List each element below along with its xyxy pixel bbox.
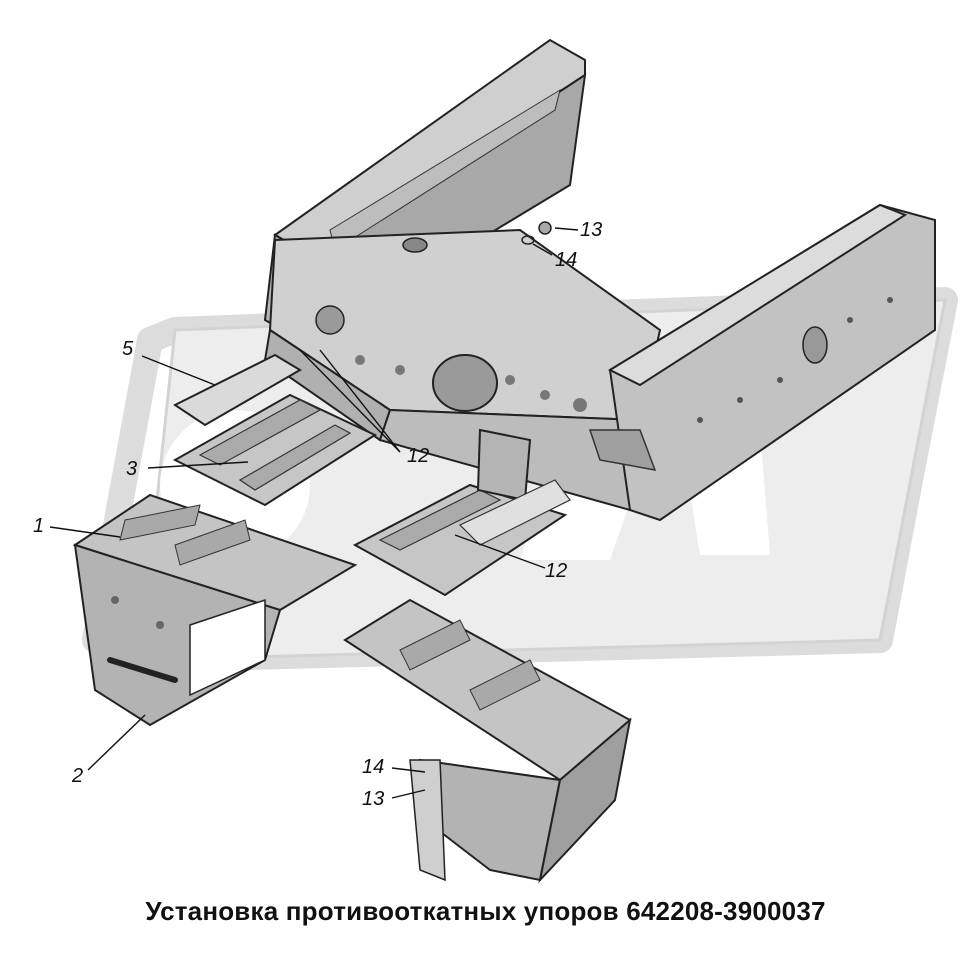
callout-13-top: 13 bbox=[580, 219, 602, 241]
part-5-plate bbox=[173, 353, 302, 427]
callout-12-upper: 12 bbox=[407, 445, 429, 467]
frame-right-rail bbox=[588, 203, 936, 522]
callout-14-bottom: 14 bbox=[362, 756, 384, 778]
callout-12-lower: 12 bbox=[545, 560, 567, 582]
lower-chock-assembly bbox=[343, 598, 632, 884]
right-stop-pad bbox=[352, 428, 571, 597]
callout-14-top: 14 bbox=[555, 249, 577, 271]
diagram-caption: Установка противооткатных упоров 642208-… bbox=[145, 896, 826, 926]
part-1-chock bbox=[72, 493, 358, 612]
assembly-diagram: 13 14 5 12 3 1 12 2 14 13 bbox=[33, 38, 958, 884]
frame-crossmember bbox=[263, 228, 662, 512]
callout-13-bottom: 13 bbox=[362, 788, 384, 810]
callout-1: 1 bbox=[33, 515, 44, 537]
part-3-pad bbox=[172, 393, 378, 507]
leader-lines bbox=[49, 227, 579, 799]
callout-5: 5 bbox=[122, 338, 134, 360]
washer-14-top bbox=[521, 235, 535, 245]
part-2-chock-body bbox=[73, 543, 282, 727]
callout-3: 3 bbox=[126, 458, 137, 480]
fastener-13-top bbox=[538, 221, 552, 235]
callout-2: 2 bbox=[71, 765, 83, 787]
